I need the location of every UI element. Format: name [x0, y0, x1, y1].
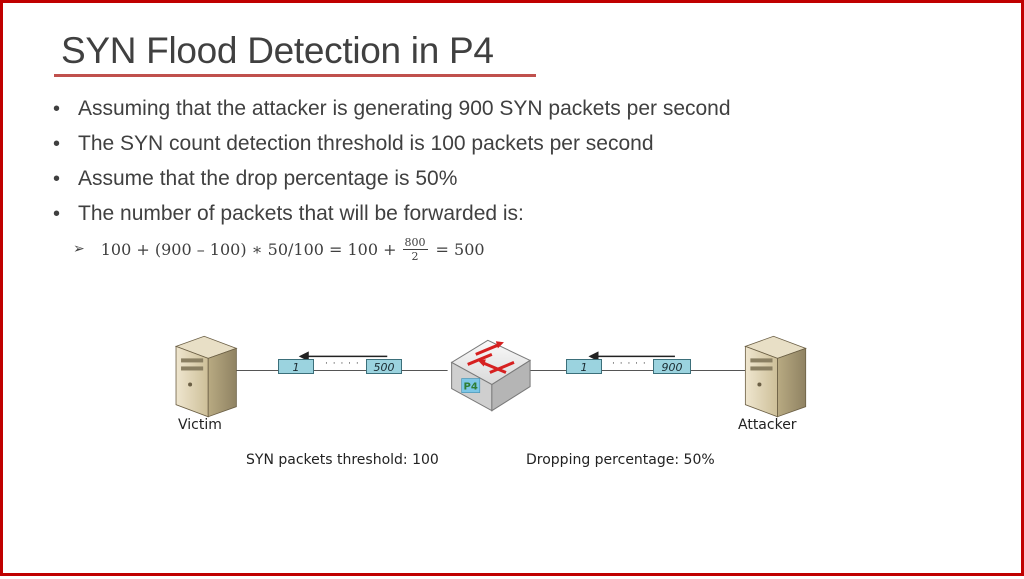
bullet-item: •Assuming that the attacker is generatin… — [53, 95, 731, 130]
bullet-item: •Assume that the drop percentage is 50% — [53, 165, 731, 200]
formula-fraction: 800 2 — [402, 235, 428, 263]
victim-label: Victim — [178, 417, 222, 433]
arrow-left-icon — [588, 351, 675, 362]
fraction-numerator: 800 — [402, 235, 428, 250]
p4-logo-label: P4 — [464, 382, 478, 393]
bullet-dot-icon: • — [53, 203, 61, 225]
slide-title: SYN Flood Detection in P4 — [61, 30, 494, 71]
bullet-item: •The number of packets that will be forw… — [53, 200, 731, 235]
arrow-left-icon — [298, 351, 388, 362]
fraction-denominator: 2 — [411, 249, 419, 263]
packet-box-last: 500 — [366, 359, 402, 374]
bullet-dot-icon: • — [53, 168, 61, 190]
packet-dots: · · · · · — [325, 359, 360, 369]
packet-dots: · · · · · — [612, 359, 647, 369]
formula-rhs: = 500 — [435, 239, 485, 259]
formula-lhs: 100 + (900 – 100) ∗ 50/100 = 100 + — [100, 239, 397, 259]
arrow-bullet-icon: ➢ — [73, 241, 85, 257]
bullet-list: •Assuming that the attacker is generatin… — [53, 95, 731, 235]
packet-box-last: 900 — [653, 359, 691, 374]
bullet-dot-icon: • — [53, 98, 61, 120]
attacker-label: Attacker — [738, 417, 797, 433]
attacker-server-icon — [744, 335, 807, 418]
network-diagram: P4 — [174, 335, 807, 418]
victim-server-icon — [174, 335, 238, 418]
formula: ➢ 100 + (900 – 100) ∗ 50/100 = 100 + 800… — [73, 231, 485, 267]
bullet-dot-icon: • — [53, 133, 61, 155]
packet-box-first: 1 — [566, 359, 602, 374]
p4-switch-icon — [450, 339, 532, 412]
threshold-label: SYN packets threshold: 100 — [246, 452, 439, 468]
bullet-item: •The SYN count detection threshold is 10… — [53, 130, 731, 165]
drop-percentage-label: Dropping percentage: 50% — [526, 452, 715, 468]
title-underline — [54, 74, 536, 77]
packet-box-first: 1 — [278, 359, 314, 374]
